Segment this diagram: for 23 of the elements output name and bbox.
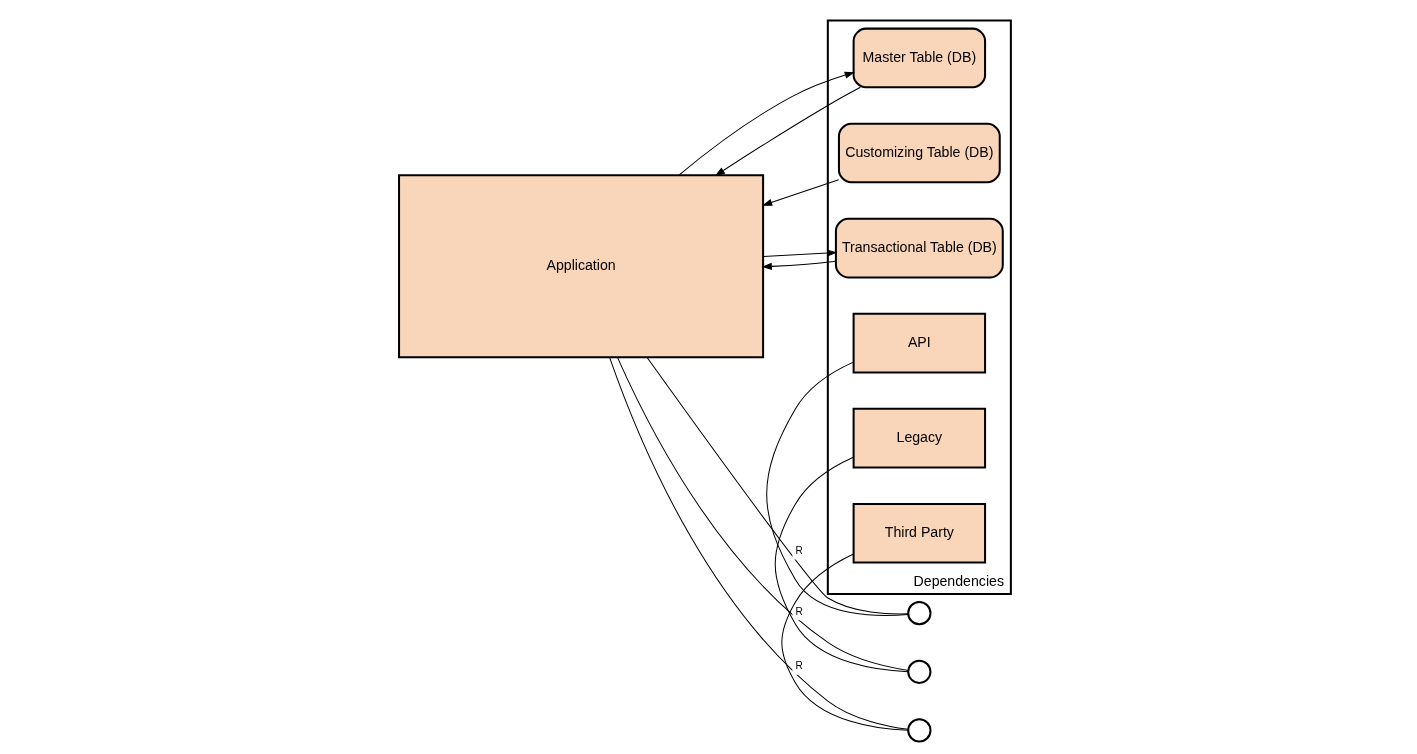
connector xyxy=(780,553,908,731)
node-box: Master Table (DB) xyxy=(852,27,986,89)
connector xyxy=(608,357,909,730)
arrow xyxy=(761,179,839,206)
edge-label: R xyxy=(794,605,803,617)
connector xyxy=(765,361,909,617)
node-circle xyxy=(906,718,931,743)
arrow xyxy=(714,86,861,177)
edge-label: R xyxy=(794,660,803,672)
connector xyxy=(646,357,908,615)
connector xyxy=(616,356,909,671)
node-box: Customizing Table (DB) xyxy=(837,122,1001,184)
node-box: Transactional Table (DB) xyxy=(834,217,1004,279)
arrow xyxy=(677,71,855,176)
arrow xyxy=(762,249,837,257)
edge-label: R xyxy=(794,544,803,556)
node-box: Application xyxy=(397,174,764,359)
node-circle xyxy=(906,601,931,626)
node-box: API xyxy=(852,312,986,374)
node-circle xyxy=(906,659,931,684)
node-box: Third Party xyxy=(852,502,986,564)
node-box: Legacy xyxy=(852,407,986,469)
arrow xyxy=(761,260,836,270)
